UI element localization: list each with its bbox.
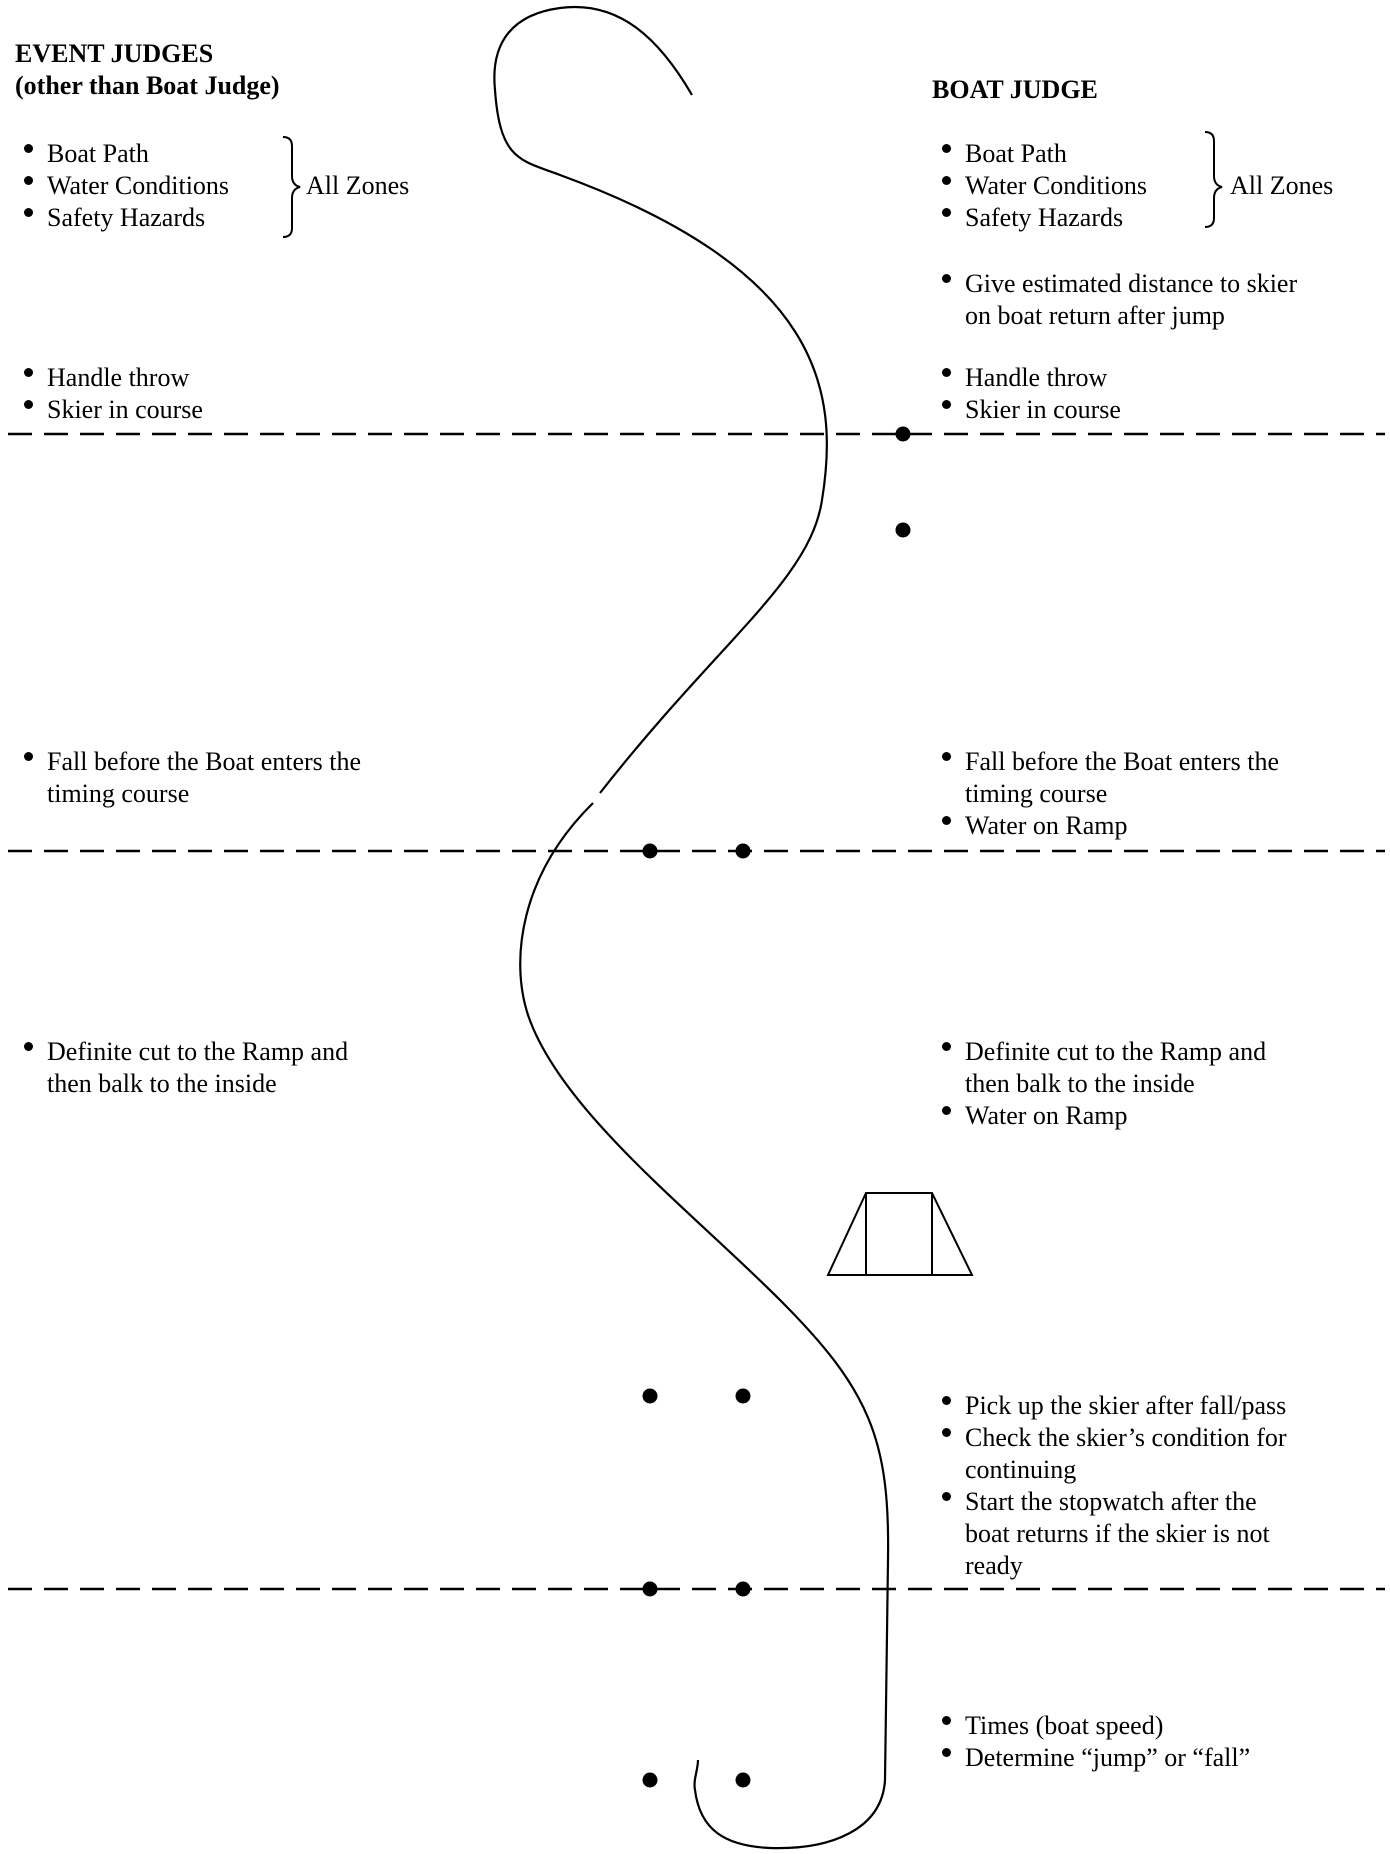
event-judges-all-zones-label: All Zones: [306, 171, 410, 200]
boat-judge-zone4-list: Pick up the skier after fall/pass Check …: [940, 1390, 1287, 1582]
boat-judge-all-zones-label: All Zones: [1230, 171, 1334, 200]
buoy: [895, 522, 911, 538]
buoy: [735, 1772, 751, 1788]
list-item: Determine “jump” or “fall”: [940, 1742, 1250, 1774]
buoy: [642, 1388, 658, 1404]
list-item: Water Conditions: [940, 170, 1147, 202]
boat-judge-heading: BOAT JUDGE: [932, 75, 1098, 104]
list-item: Water on Ramp: [940, 1100, 1266, 1132]
bullet-icon: [942, 1396, 951, 1405]
list-item: Water Conditions: [22, 170, 229, 202]
event-judges-heading-line1: EVENT JUDGES: [15, 39, 214, 68]
boat-path-curve-lower: [519, 802, 890, 1850]
list-item: Water on Ramp: [940, 810, 1279, 842]
bullet-icon: [942, 208, 951, 217]
bullet-icon: [24, 144, 33, 153]
list-item: Handle throw: [940, 362, 1121, 394]
bullet-icon: [24, 368, 33, 377]
bullet-icon: [942, 368, 951, 377]
event-judges-zone1-list: Handle throw Skier in course: [22, 362, 203, 426]
list-item: Pick up the skier after fall/pass: [940, 1390, 1287, 1422]
boat-judge-zone1-list: Handle throw Skier in course: [940, 362, 1121, 426]
bullet-icon: [942, 816, 951, 825]
boat-judge-all-zones-list: Boat Path Water Conditions Safety Hazard…: [940, 138, 1147, 234]
bullet-icon: [24, 176, 33, 185]
buoy: [642, 1772, 658, 1788]
buoy: [895, 426, 911, 442]
list-item: Boat Path: [940, 138, 1147, 170]
brace-right: [1204, 131, 1223, 228]
jump-ramp: [826, 1192, 974, 1276]
event-judges-heading-line2: (other than Boat Judge): [15, 71, 280, 100]
boat-path-curve-upper: [493, 5, 828, 794]
list-item: Handle throw: [22, 362, 203, 394]
event-judges-all-zones-list: Boat Path Water Conditions Safety Hazard…: [22, 138, 229, 234]
list-item: Safety Hazards: [22, 202, 229, 234]
buoy: [642, 843, 658, 859]
bullet-icon: [24, 400, 33, 409]
brace-left: [282, 136, 301, 238]
bullet-icon: [942, 1042, 951, 1051]
event-judges-heading: EVENT JUDGES (other than Boat Judge): [15, 38, 280, 102]
bullet-icon: [24, 208, 33, 217]
list-item: Skier in course: [22, 394, 203, 426]
bullet-icon: [942, 400, 951, 409]
bullet-icon: [942, 1428, 951, 1437]
bullet-icon: [24, 752, 33, 761]
bullet-icon: [942, 274, 951, 283]
boat-judge-zone5-list: Times (boat speed) Determine “jump” or “…: [940, 1710, 1250, 1774]
list-item: Safety Hazards: [940, 202, 1147, 234]
bullet-icon: [942, 176, 951, 185]
bullet-icon: [942, 752, 951, 761]
bullet-icon: [942, 1492, 951, 1501]
buoy: [735, 1581, 751, 1597]
bullet-icon: [24, 1042, 33, 1051]
buoy: [642, 1581, 658, 1597]
bullet-icon: [942, 1106, 951, 1115]
list-item: Boat Path: [22, 138, 229, 170]
buoy: [735, 1388, 751, 1404]
bullet-icon: [942, 1748, 951, 1757]
bullet-icon: [942, 144, 951, 153]
list-item: Skier in course: [940, 394, 1121, 426]
bullet-icon: [942, 1716, 951, 1725]
buoy: [735, 843, 751, 859]
list-item: Times (boat speed): [940, 1710, 1250, 1742]
